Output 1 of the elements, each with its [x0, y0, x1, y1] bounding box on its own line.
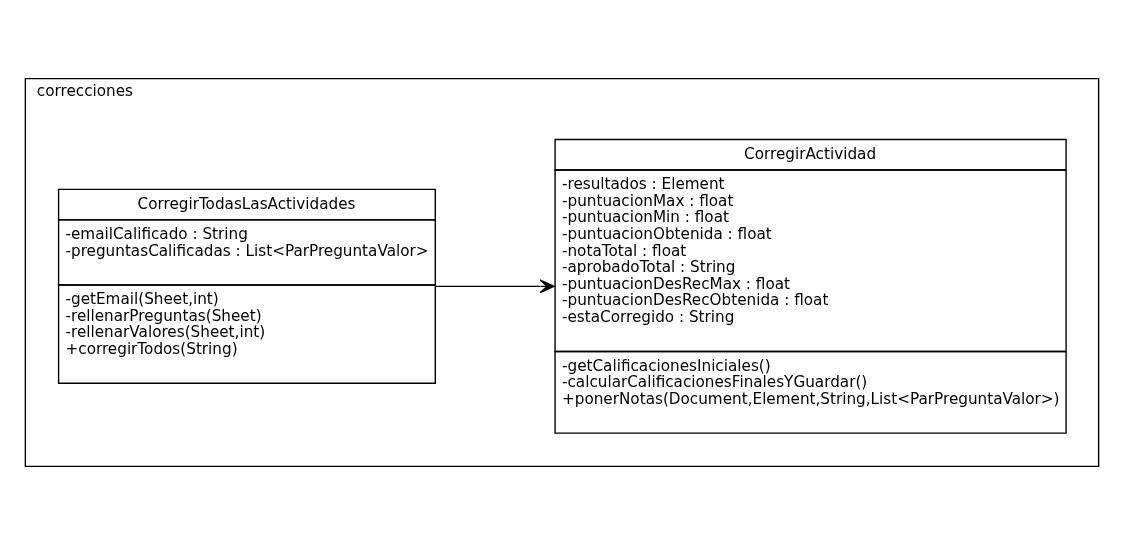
arrow: [434, 279, 555, 294]
